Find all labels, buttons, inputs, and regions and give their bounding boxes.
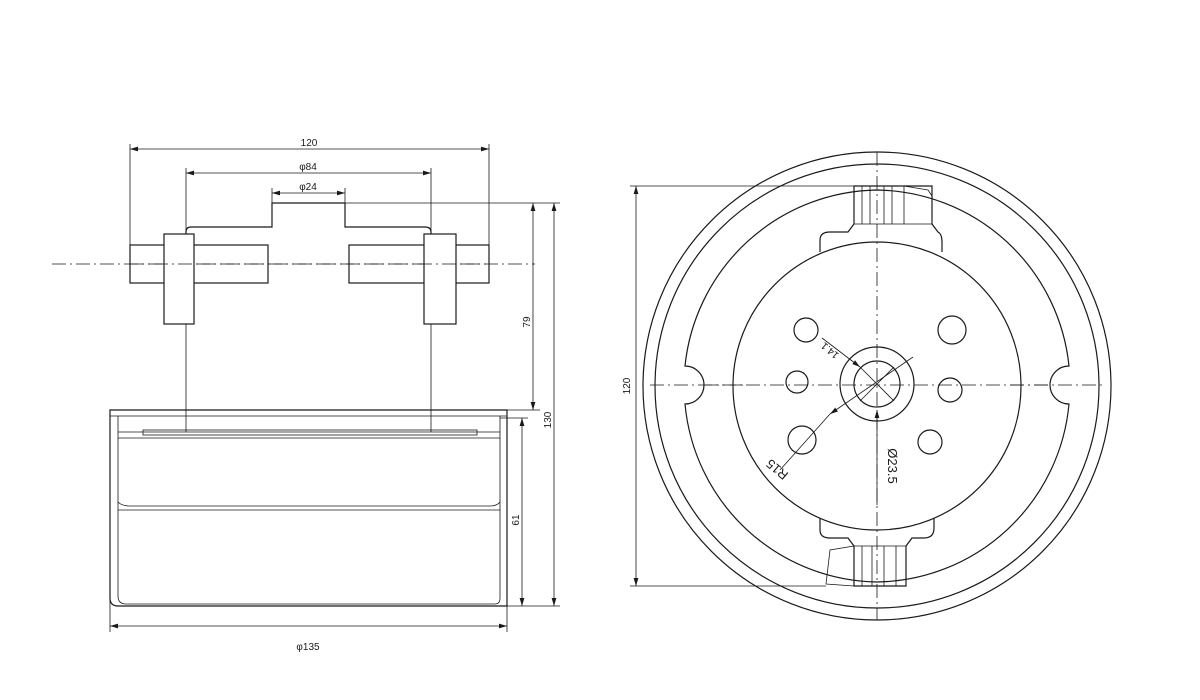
dim-label-23-5: Ø23.5	[885, 448, 900, 483]
leader-radius-14	[821, 337, 861, 368]
dim-label-phi135: φ135	[296, 642, 320, 653]
top-view: 14.1 R15 Ø23.5 120	[622, 151, 1112, 621]
dim-label-130: 130	[543, 411, 554, 428]
outer-rim-inner-circle	[654, 163, 1100, 609]
body-band-top	[117, 501, 501, 507]
dim-label-79: 79	[522, 316, 533, 328]
mount-hole-3	[785, 370, 809, 394]
leader-radius-15-ext	[779, 413, 831, 471]
dim-label-120: 120	[301, 138, 318, 149]
hub-inner-circle	[853, 360, 901, 408]
dim-label-61: 61	[511, 514, 522, 526]
inner-ring-circle	[732, 241, 1022, 531]
mount-hole-2	[937, 315, 967, 345]
dim-label-14: 14.1	[819, 339, 841, 360]
housing-ring	[684, 189, 1070, 583]
top-terminal-tab	[903, 185, 933, 197]
dim-label-phi84: φ84	[299, 162, 317, 173]
motor-body-outer	[109, 409, 508, 607]
bottom-terminal-block	[819, 518, 935, 587]
bottom-terminal-tab	[825, 545, 855, 587]
dim-label-phi24: φ24	[299, 182, 317, 193]
right-bearing-block	[423, 233, 457, 325]
mount-hole-4	[937, 377, 963, 403]
mount-hole-6	[917, 429, 943, 455]
left-bearing-block	[163, 233, 195, 325]
dim-label-top-120: 120	[622, 377, 633, 394]
top-boss-outline	[185, 202, 432, 234]
mount-hole-1	[793, 317, 819, 343]
outer-rim-circle	[642, 151, 1112, 621]
leader-radius-15	[829, 356, 914, 415]
body-top-plate	[142, 429, 478, 436]
body-inner-wall	[117, 416, 501, 605]
side-view: 120 φ84 φ24 79 130 61 φ135	[52, 138, 560, 653]
mount-hole-5	[787, 425, 817, 455]
hub-cross-2	[859, 366, 895, 402]
